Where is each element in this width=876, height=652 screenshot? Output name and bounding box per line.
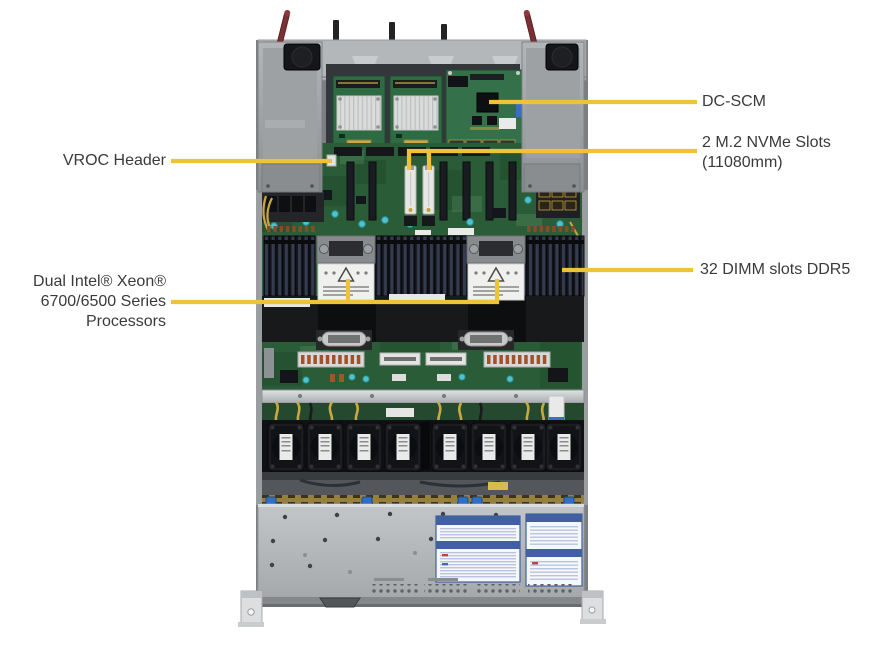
riser-card-1 [332, 75, 386, 153]
fan-2 [306, 422, 344, 472]
fan-4 [384, 422, 422, 472]
brand-label [415, 230, 431, 235]
callout-label-m2-nvme: 2 M.2 NVMe Slots (11080mm) [702, 133, 831, 173]
fan-wall [262, 420, 584, 472]
processors-label-line3: Processors [85, 313, 166, 330]
psu-right-handle [523, 9, 537, 45]
drive-backplane [262, 472, 584, 506]
processors-label-line2: 6700/6500 Series [40, 293, 166, 310]
callout-line-m2-nvme [406, 148, 697, 170]
callout-label-processors: Dual Intel® Xeon® 6700/6500 Series Proce… [0, 272, 166, 332]
callout-label-vroc: VROC Header [0, 151, 166, 171]
front-cover [257, 503, 585, 601]
crossbar [261, 389, 585, 404]
rack-ear-right [580, 590, 606, 624]
callout-line-processors [171, 279, 500, 305]
dc-scm-label-text: DC-SCM [702, 93, 766, 110]
rack-ear-left [238, 590, 264, 627]
fan-7 [509, 422, 547, 472]
service-label-1 [435, 515, 521, 583]
fcc-label [448, 228, 474, 235]
service-label-2 [525, 513, 583, 587]
fan-8 [545, 422, 583, 472]
cpu-debug-connectors [316, 330, 514, 350]
m2-socket-2 [422, 216, 435, 226]
cover-latch [319, 597, 361, 608]
fan-1 [267, 422, 305, 472]
riser-card-2 [389, 75, 443, 153]
dimm-bank-center [371, 235, 478, 297]
dimm-bank-left [263, 235, 316, 297]
m2-label-line1: 2 M.2 NVMe Slots [702, 134, 831, 151]
fan-5 [431, 422, 469, 472]
vroc-label-text: VROC Header [62, 152, 166, 169]
dimm-caps [267, 226, 575, 232]
fan-3 [345, 422, 383, 472]
callout-label-dc-scm: DC-SCM [702, 92, 766, 112]
fan-6 [470, 422, 508, 472]
dc-scm-module [445, 69, 523, 151]
front-edge [258, 597, 584, 608]
callout-label-dimm: 32 DIMM slots DDR5 [700, 260, 850, 280]
m2-slot-1 [404, 165, 417, 215]
pcie-slots [346, 161, 517, 221]
dimm-label-text: 32 DIMM slots DDR5 [700, 261, 851, 278]
psu-left [257, 9, 323, 193]
power-connectors-left [262, 192, 324, 231]
dimm-bank-right [523, 235, 585, 297]
power-distribution-board [264, 348, 568, 384]
psu-left-handle [277, 9, 291, 45]
m2-socket-1 [404, 216, 417, 226]
m2-slot-2 [422, 165, 435, 215]
m2-label-line2: (11080mm) [702, 154, 783, 171]
processors-label-line1: Dual Intel® Xeon® [33, 273, 166, 290]
